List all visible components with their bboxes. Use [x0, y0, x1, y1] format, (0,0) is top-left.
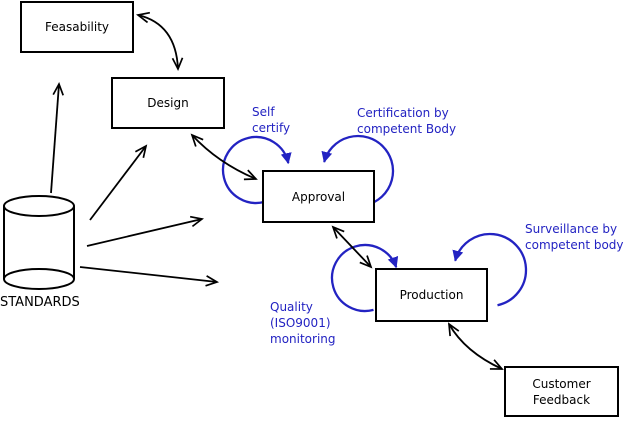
node-customer-feedback: Customer Feedback [504, 366, 619, 417]
annotation-line: competent body [525, 238, 624, 252]
annotation-line: Certification by [357, 106, 449, 120]
annotation-quality-monitoring: Quality (ISO9001) monitoring [270, 299, 336, 347]
loop-certification-competent-body [321, 134, 395, 206]
node-feasability-label: Feasability [44, 20, 109, 34]
annotation-line: competent Body [357, 122, 457, 136]
annotation-line: (ISO9001) [270, 316, 331, 330]
node-approval-label: Approval [291, 189, 346, 204]
node-production-label: Production [399, 288, 464, 302]
standards-label: STANDARDS [0, 295, 80, 310]
arrow-approval-production [331, 225, 373, 269]
arrow-standards-to-design [89, 144, 148, 221]
annotation-self-certify: Self certify [252, 104, 290, 136]
arrow-feasability-design [136, 11, 184, 72]
annotation-line: Self [252, 105, 275, 119]
node-feasability: Feasability [20, 1, 134, 53]
annotation-line: Surveillance by [525, 222, 618, 236]
node-production: Production [375, 268, 488, 322]
arrow-production-customer-feedback [447, 322, 504, 370]
node-design-label: Design [147, 96, 189, 110]
cylinder-standards-icon [3, 195, 75, 290]
node-customer-feedback-label-line1: Customer [532, 376, 591, 391]
node-customer-feedback-label-line2: Feedback [532, 392, 591, 407]
annotation-certification: Certification by competent Body [357, 105, 456, 137]
annotation-line: monitoring [270, 332, 336, 346]
node-approval: Approval [262, 170, 375, 223]
node-design: Design [111, 77, 225, 129]
annotation-surveillance: Surveillance by competent body [525, 221, 624, 253]
arrow-standards-to-approval [86, 215, 204, 247]
loop-surveillance-competent-body [452, 232, 528, 307]
arrow-standards-to-feasability [50, 81, 64, 194]
arrow-standards-to-production [79, 266, 220, 287]
annotation-line: Quality [270, 300, 313, 314]
annotation-line: certify [252, 121, 291, 135]
arrow-design-approval [190, 133, 258, 181]
